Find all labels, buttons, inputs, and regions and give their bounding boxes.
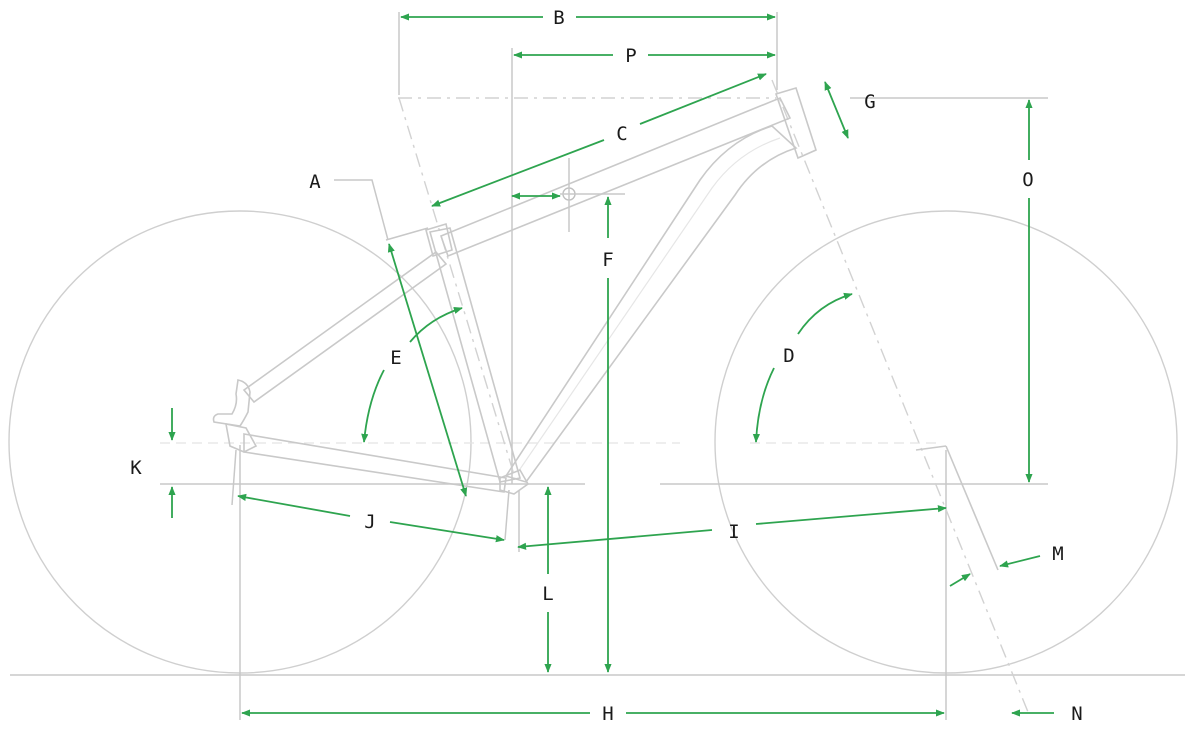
steering-axis <box>771 79 1029 713</box>
label-g: G <box>864 91 875 113</box>
seat-stay <box>242 250 448 404</box>
dim-i-left <box>517 529 713 550</box>
label-i: I <box>728 521 739 543</box>
rear-dropout-lower <box>225 422 258 453</box>
seat-tube-axis <box>398 97 516 479</box>
dim-d-upper <box>797 292 853 335</box>
label-h: H <box>602 703 613 725</box>
down-tube-inner <box>517 137 781 473</box>
leader-a <box>334 179 389 241</box>
dim-g <box>824 81 849 139</box>
label-m: M <box>1052 543 1063 565</box>
label-k: K <box>130 457 142 479</box>
label-o: O <box>1022 169 1033 191</box>
bottom-bracket <box>499 468 530 495</box>
dim-j-right <box>389 521 505 543</box>
label-c: C <box>616 123 627 145</box>
dim-e-lower <box>361 369 385 443</box>
head-tube-top-ext <box>385 227 429 241</box>
label-f: F <box>602 249 613 271</box>
fork-offset-line <box>945 445 999 571</box>
label-a: A <box>309 171 321 193</box>
down-tube <box>504 125 798 483</box>
label-j: J <box>364 511 375 533</box>
ext-bb-drop-2 <box>504 489 510 541</box>
dim-m-lower <box>949 573 971 587</box>
label-e: E <box>390 347 401 369</box>
dim-e-upper <box>409 306 463 343</box>
dim-a <box>387 243 468 497</box>
dim-c-upper <box>639 73 767 125</box>
label-p: P <box>625 45 636 67</box>
label-d: D <box>783 345 794 367</box>
dim-c-lower <box>431 139 605 207</box>
top-tube <box>439 96 792 258</box>
label-b: B <box>553 7 564 29</box>
ext-rear-axle-stub <box>231 449 237 506</box>
seat-tube <box>428 227 522 483</box>
rear-dropout <box>212 379 251 427</box>
label-n: N <box>1071 703 1082 725</box>
fork-blade <box>915 445 947 451</box>
dim-m <box>999 555 1041 568</box>
dim-j-left <box>237 493 351 517</box>
dim-d-lower <box>752 367 775 443</box>
dim-i-right <box>755 505 947 525</box>
head-tube <box>774 87 817 160</box>
label-l: L <box>542 583 553 605</box>
